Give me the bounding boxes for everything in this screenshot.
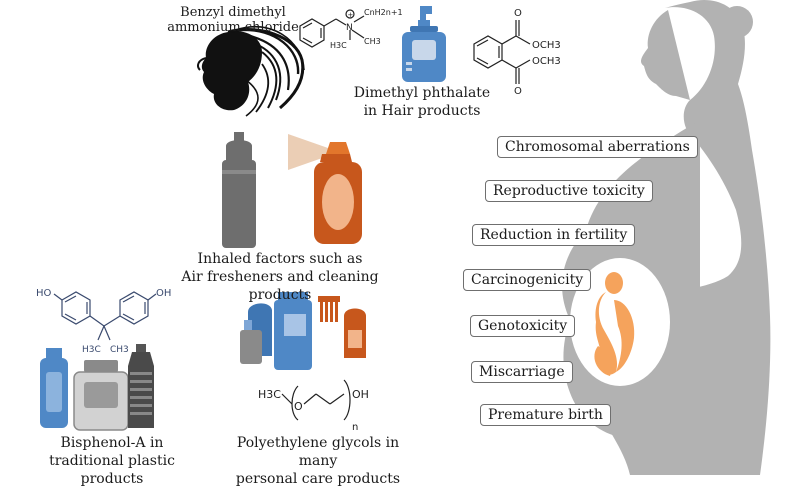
peg-n-label: n xyxy=(352,422,358,433)
bzk-plus-label: + xyxy=(348,11,354,19)
spray-mist-icon xyxy=(288,134,328,170)
bzk-ch3-label: CH3 xyxy=(364,37,381,46)
bpa-structure xyxy=(53,291,157,341)
woman-hair-icon xyxy=(197,25,305,117)
dmp-o-top-label: O xyxy=(514,8,522,19)
effect-premature-birth: Premature birth xyxy=(480,404,611,426)
bpa-label-line2: traditional plastic products xyxy=(49,453,175,487)
plastic-jar-gray-icon xyxy=(73,360,129,431)
diagram-stage: N + CnH2n+1 H3C CH3 xyxy=(36,0,771,487)
dmp-o-bottom-label: O xyxy=(514,86,522,97)
dmp-och3-bottom-label: OCH3 xyxy=(532,56,561,67)
spray-bottle-orange-icon xyxy=(314,142,362,244)
bzk-n-label: N xyxy=(346,23,353,33)
peg-structure-labels: H3C O OH n xyxy=(258,388,369,433)
bpa-label-line1: Bisphenol-A in xyxy=(60,435,164,451)
inhaled-label: Inhaled factors such as Air fresheners a… xyxy=(150,250,410,304)
inhaled-label-line1: Inhaled factors such as xyxy=(197,251,363,267)
pump-bottle-icon xyxy=(402,6,446,82)
bzk-structure-labels: N + CnH2n+1 H3C CH3 xyxy=(330,8,403,50)
effect-chromosomal-aberrations: Chromosomal aberrations xyxy=(497,136,698,158)
dmp-label-line1: Dimethyl phthalate xyxy=(353,85,491,101)
bpa-structure-labels: HO OH H3C CH3 xyxy=(36,288,171,355)
dmp-structure-labels: O OCH3 OCH3 O xyxy=(514,8,561,97)
effect-reproductive-toxicity: Reproductive toxicity xyxy=(485,180,653,202)
dmp-och3-top-label: OCH3 xyxy=(532,40,561,51)
bpa-oh-label: OH xyxy=(156,288,171,299)
peg-o-label: O xyxy=(294,400,303,413)
peg-label: Polyethylene glycols in many personal ca… xyxy=(218,434,418,488)
bzk-label-line2: ammonium chloride xyxy=(167,20,299,35)
effect-reduction-in-fertility: Reduction in fertility xyxy=(472,224,636,246)
dmp-label-line2: in Hair products xyxy=(363,103,481,119)
effect-genotoxicity: Genotoxicity xyxy=(470,315,576,337)
peg-oh-label: OH xyxy=(352,388,369,401)
peg-structure xyxy=(281,379,351,421)
bzk-h3c-label: H3C xyxy=(330,41,347,50)
bpa-ho-label: HO xyxy=(36,288,52,299)
fetus-icon xyxy=(594,272,635,376)
peg-label-line2: personal care products xyxy=(235,471,401,487)
peg-h3c-label: H3C xyxy=(258,388,281,401)
aerosol-can-gray-icon xyxy=(222,132,256,248)
peg-label-line1: Polyethylene glycols in many xyxy=(236,435,400,469)
plastic-bottle-dark-icon xyxy=(128,344,154,428)
dmp-label: Dimethyl phthalate in Hair products xyxy=(352,84,492,120)
effect-miscarriage: Miscarriage xyxy=(471,361,573,383)
bpa-ch3-label: CH3 xyxy=(110,345,129,355)
diagram-graphics: N + CnH2n+1 H3C CH3 xyxy=(36,0,771,475)
bpa-h3c-label: H3C xyxy=(82,345,101,355)
personal-care-products-icon xyxy=(240,292,366,370)
bzk-label: Benzyl dimethyl ammonium chloride xyxy=(158,5,308,35)
bzk-alkyl-label: CnH2n+1 xyxy=(364,8,403,17)
plastic-bottle-blue-icon xyxy=(40,348,68,428)
inhaled-label-line2: Air fresheners and cleaning products xyxy=(181,269,379,303)
dmp-structure xyxy=(473,20,531,84)
bzk-structure xyxy=(299,9,365,48)
pregnant-woman-silhouette xyxy=(562,0,771,475)
bzk-label-line1: Benzyl dimethyl xyxy=(180,5,286,20)
effect-carcinogenicity: Carcinogenicity xyxy=(463,269,592,291)
bpa-label: Bisphenol-A in traditional plastic produ… xyxy=(22,434,202,488)
